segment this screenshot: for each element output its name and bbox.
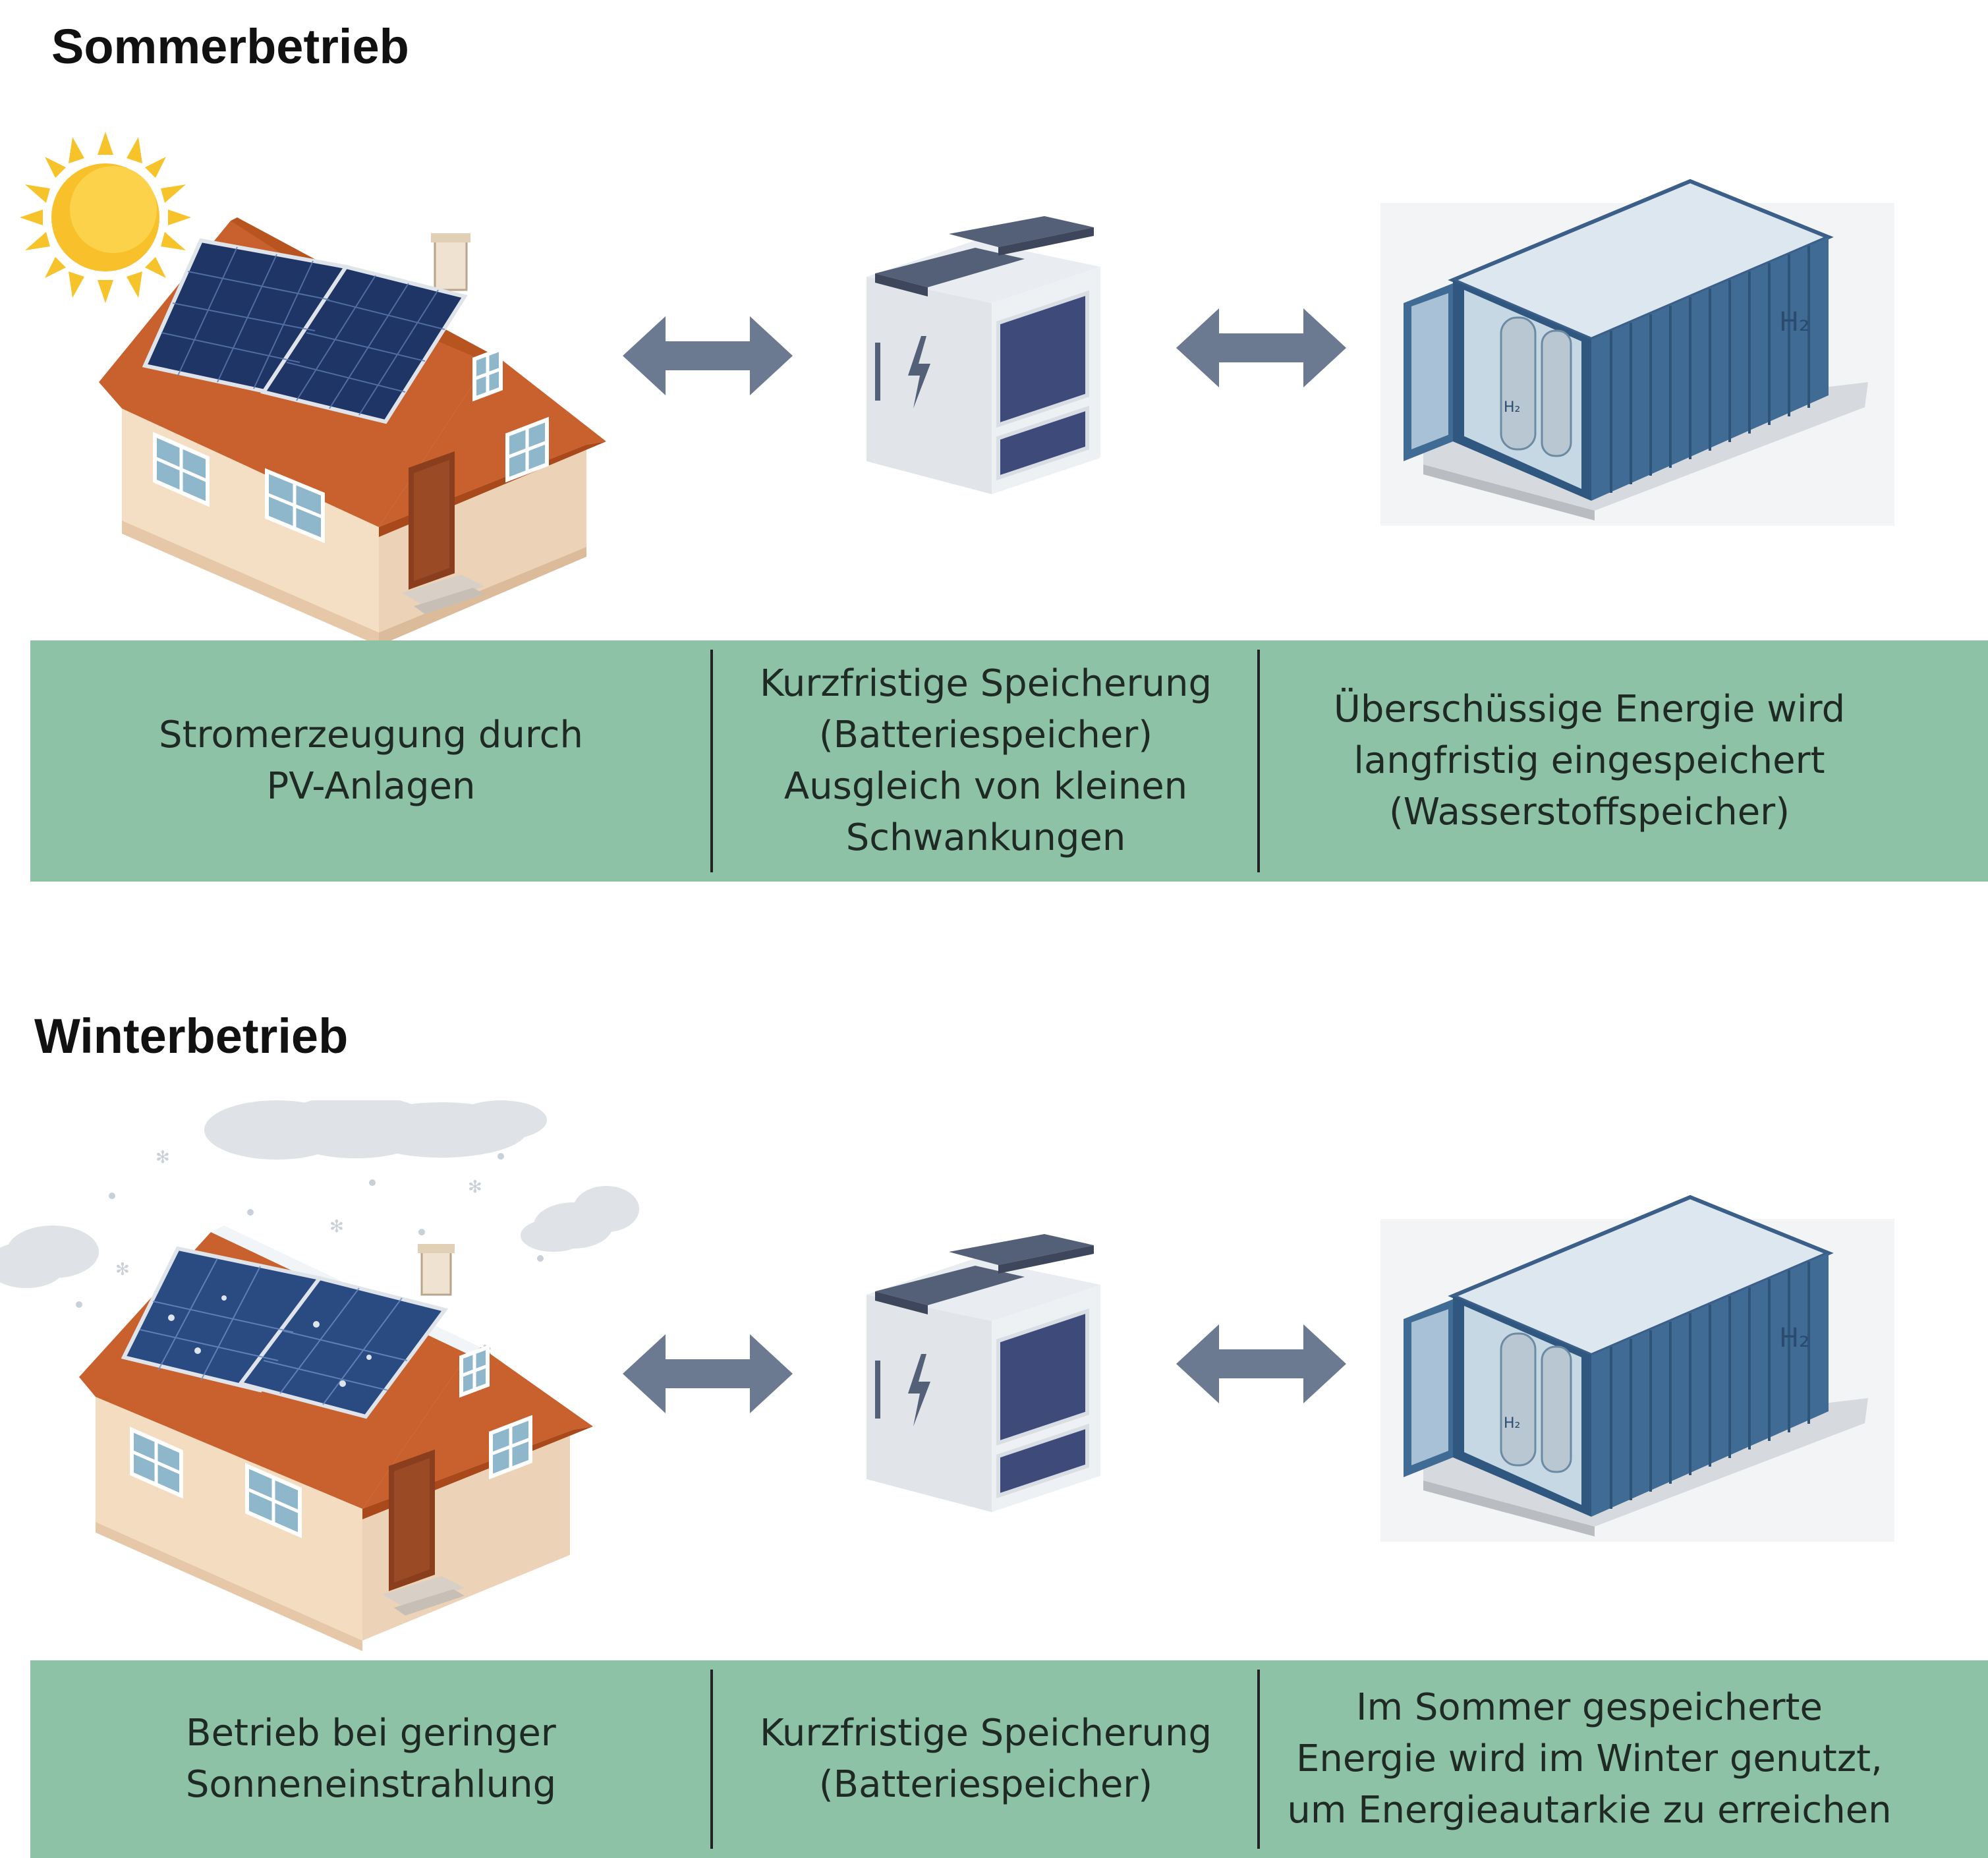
house-with-solar-panels: [79, 1225, 593, 1651]
divider: [710, 650, 713, 872]
house-with-solar-panels: [99, 217, 606, 646]
sun-icon: [20, 132, 191, 303]
container-h2-label: H₂: [1779, 1323, 1809, 1353]
summer-cell-hydrogen: Überschüssige Energie wird langfristig e…: [1260, 640, 1919, 882]
text-line: Im Sommer gespeicherte: [1356, 1686, 1823, 1729]
tank-h2-label: H₂: [1504, 1415, 1520, 1432]
text-line: Kurzfristige Speicherung: [759, 1712, 1212, 1755]
summer-scene: H₂ H₂: [0, 99, 1988, 665]
summer-cell-pv: Stromerzeugung durch PV-Anlagen: [30, 640, 712, 882]
text-line: (Batteriespeicher): [818, 1763, 1153, 1806]
double-arrow-icon: [1176, 308, 1346, 387]
svg-text:✻: ✻: [329, 1217, 344, 1237]
divider: [1257, 650, 1260, 872]
winter-cell-battery: Kurzfristige Speicherung (Batteriespeich…: [713, 1660, 1259, 1858]
winter-cell-pv: Betrieb bei geringer Sonneneinstrahlung: [30, 1660, 712, 1858]
text-line: PV-Anlagen: [266, 765, 476, 808]
svg-text:✻: ✻: [468, 1177, 482, 1197]
winter-title: Winterbetrieb: [34, 1009, 349, 1063]
text-line: Schwankungen: [845, 816, 1126, 859]
winter-info-band: Betrieb bei geringer Sonneneinstrahlung …: [30, 1660, 1988, 1858]
tank-h2-label: H₂: [1504, 399, 1520, 416]
double-arrow-icon: [623, 316, 793, 395]
text-line: Betrieb bei geringer: [186, 1712, 556, 1755]
winter-scene: ✻✻✻ ✻✻✻: [0, 1100, 1988, 1667]
hydrogen-container: H₂ H₂: [1380, 1195, 1894, 1542]
svg-text:✻: ✻: [115, 1260, 130, 1280]
text-line: Sonneneinstrahlung: [185, 1763, 557, 1806]
battery-storage-unit: [866, 216, 1100, 494]
double-arrow-icon: [623, 1334, 793, 1413]
divider: [1257, 1670, 1260, 1849]
text-line: Kurzfristige Speicherung: [759, 662, 1212, 705]
text-line: Stromerzeugung durch: [159, 714, 583, 756]
battery-storage-unit: [866, 1234, 1100, 1512]
winter-cell-hydrogen: Im Sommer gespeicherte Energie wird im W…: [1260, 1660, 1919, 1858]
cloud-icon: [0, 1100, 639, 1288]
text-line: um Energieautarkie zu erreichen: [1287, 1789, 1892, 1832]
summer-cell-battery: Kurzfristige Speicherung (Batteriespeich…: [713, 640, 1259, 882]
text-line: Ausgleich von kleinen: [783, 765, 1188, 808]
double-arrow-icon: [1176, 1324, 1346, 1403]
summer-title: Sommerbetrieb: [51, 19, 409, 74]
text-line: langfristig eingespeichert: [1353, 739, 1825, 782]
text-line: (Batteriespeicher): [818, 714, 1153, 756]
text-line: Überschüssige Energie wird: [1333, 688, 1846, 731]
text-line: Energie wird im Winter genutzt,: [1296, 1737, 1883, 1780]
svg-text:✻: ✻: [156, 1148, 170, 1168]
hydrogen-container: H₂ H₂: [1380, 179, 1894, 526]
container-h2-label: H₂: [1779, 307, 1809, 337]
summer-info-band: Stromerzeugung durch PV-Anlagen Kurzfris…: [30, 640, 1988, 882]
text-line: (Wasserstoffspeicher): [1388, 791, 1790, 833]
divider: [710, 1670, 713, 1849]
